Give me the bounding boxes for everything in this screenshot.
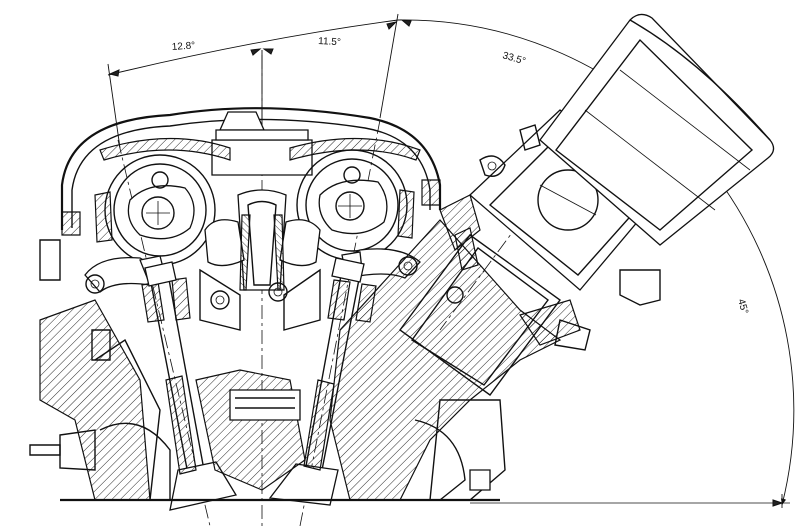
camshaft-left: [94, 154, 216, 266]
angle-label-11-5: 11.5°: [318, 36, 341, 48]
angle-dimensions: 12.8° 11.5° 33.5° 45°: [107, 13, 795, 508]
lower-housing: [94, 338, 466, 501]
angle-label-33-5: 33.5°: [501, 50, 527, 67]
valve-right: [268, 257, 377, 506]
intake-assembly: [399, 13, 775, 396]
cam-cover: [60, 107, 442, 236]
angle-label-12-8: 12.8°: [171, 40, 195, 53]
centre-rocker-assembly: [199, 189, 321, 331]
valve-left: [141, 261, 238, 511]
angle-label-45: 45°: [735, 298, 750, 316]
